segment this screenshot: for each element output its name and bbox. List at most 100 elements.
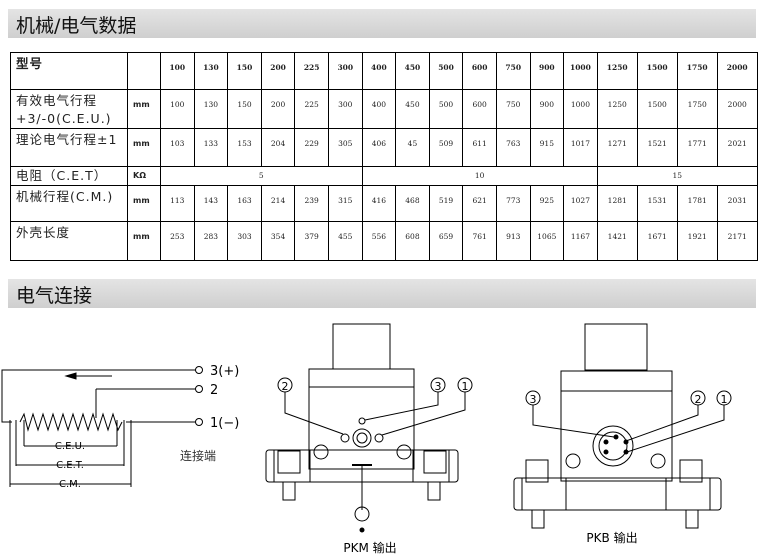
value-cell: 204 (260, 128, 296, 167)
row-label: 电阻（C.E.T） (10, 166, 128, 186)
value-cell: 1500 (636, 89, 678, 129)
section-header-mech-elec: 机械/电气数据 (8, 9, 756, 38)
unit-cell: mm (127, 89, 161, 129)
value-cell: 130 (193, 52, 229, 90)
terminal-3-label: 3(+) (210, 364, 239, 379)
value-cell: 659 (428, 221, 464, 261)
value-cell: 2171 (716, 221, 758, 261)
section-title: 电气连接 (16, 285, 93, 307)
unit-cell (127, 52, 161, 90)
pkm-pin-label: 2 (282, 380, 289, 393)
row-label: 理论电气行程±1 (10, 128, 128, 167)
pkb-pin-label: 1 (721, 393, 728, 406)
value-cell: 1027 (563, 185, 598, 222)
value-cell: 556 (361, 221, 397, 261)
connection-caption: 连接端 (180, 448, 216, 463)
pkm-pin-label: 1 (462, 380, 469, 393)
value-cell: 1750 (676, 89, 718, 129)
value-cell: 1771 (676, 128, 718, 167)
value-cell: 600 (462, 89, 497, 129)
value-cell: 200 (260, 89, 296, 129)
value-cell: 1671 (636, 221, 678, 261)
value-cell: 1281 (596, 185, 638, 222)
value-cell: 1271 (596, 128, 638, 167)
value-cell: 253 (160, 221, 195, 261)
value-cell: 450 (395, 89, 430, 129)
value-cell: 305 (327, 128, 363, 167)
value-cell: 1250 (596, 52, 638, 90)
value-cell: 913 (495, 221, 531, 261)
resistance-cell: 15 (596, 166, 758, 186)
value-cell: 1500 (636, 52, 678, 90)
value-cell: 416 (361, 185, 397, 222)
value-cell: 450 (395, 52, 430, 90)
value-cell: 315 (327, 185, 363, 222)
section-title: 机械/电气数据 (16, 15, 137, 37)
value-cell: 608 (395, 221, 430, 261)
value-cell: 621 (462, 185, 497, 222)
value-cell: 900 (529, 89, 565, 129)
value-cell: 133 (193, 128, 229, 167)
value-cell: 611 (462, 128, 497, 167)
value-cell: 300 (327, 52, 363, 90)
resistance-cell: 5 (160, 166, 363, 186)
value-cell: 519 (428, 185, 464, 222)
value-cell: 113 (160, 185, 195, 222)
unit-cell: KΩ (127, 166, 161, 186)
value-cell: 229 (294, 128, 329, 167)
value-cell: 750 (495, 89, 531, 129)
value-cell: 1000 (563, 52, 598, 90)
unit-cell: mm (127, 128, 161, 167)
value-cell: 925 (529, 185, 565, 222)
value-cell: 1921 (676, 221, 718, 261)
value-cell: 225 (294, 89, 329, 129)
value-cell: 1750 (676, 52, 718, 90)
value-cell: 150 (227, 89, 262, 129)
value-cell: 1017 (563, 128, 598, 167)
terminal-2-label: 2 (210, 383, 218, 398)
pkm-diagram: 2 3 1 PKM 输出 (265, 323, 473, 555)
circuit-diagram: 3(+) 2 1(−) C.E.U. C.E.T. C.M. 连接端 (1, 364, 239, 490)
value-cell: 509 (428, 128, 464, 167)
value-cell: 379 (294, 221, 329, 261)
value-cell: 239 (294, 185, 329, 222)
value-cell: 900 (529, 52, 565, 90)
cet-label: C.E.T. (56, 460, 84, 471)
value-cell: 1421 (596, 221, 638, 261)
row-label: 型号 (10, 52, 128, 90)
value-cell: 143 (193, 185, 229, 222)
value-cell: 763 (495, 128, 531, 167)
value-cell: 103 (160, 128, 195, 167)
value-cell: 45 (395, 128, 430, 167)
value-cell: 400 (361, 52, 397, 90)
value-cell: 225 (294, 52, 329, 90)
value-cell: 300 (327, 89, 363, 129)
value-cell: 303 (227, 221, 262, 261)
value-cell: 1531 (636, 185, 678, 222)
row-label: 机械行程(C.M.) (10, 185, 128, 222)
unit-cell: mm (127, 185, 161, 222)
unit-cell: mm (127, 221, 161, 261)
value-cell: 750 (495, 52, 531, 90)
ceu-label: C.E.U. (55, 441, 85, 452)
value-cell: 2000 (716, 89, 758, 129)
value-cell: 773 (495, 185, 531, 222)
value-cell: 214 (260, 185, 296, 222)
pkb-pin-label: 3 (530, 393, 537, 406)
pkb-pin-label: 2 (695, 393, 702, 406)
value-cell: 1065 (529, 221, 565, 261)
value-cell: 761 (462, 221, 497, 261)
value-cell: 455 (327, 221, 363, 261)
value-cell: 400 (361, 89, 397, 129)
pkb-diagram: 3 2 1 PKB 输出 (513, 323, 732, 545)
value-cell: 100 (160, 52, 195, 90)
resistance-cell: 10 (361, 166, 598, 186)
row-label: 外壳长度 (10, 221, 128, 261)
section-header-connection: 电气连接 (8, 279, 756, 308)
